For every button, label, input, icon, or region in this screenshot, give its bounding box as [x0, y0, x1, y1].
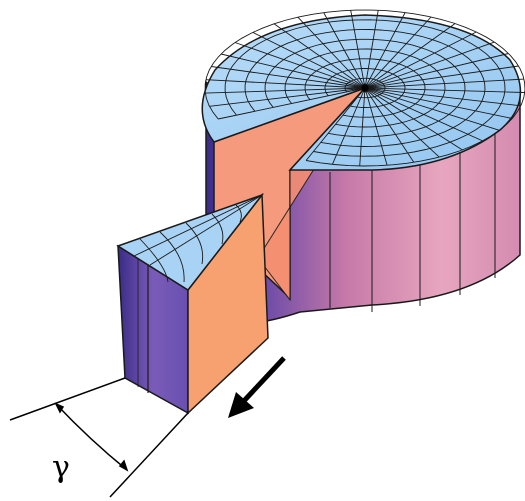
mesh-ring [244, 29, 486, 147]
angle-line-lower [9, 377, 126, 421]
angle-label: γ [52, 450, 70, 485]
mesh-radial-line [305, 87, 366, 161]
mesh-ring [224, 19, 506, 157]
mesh-ring [204, 9, 525, 167]
mesh-ring [324, 68, 406, 108]
mesh-ring [344, 77, 386, 99]
angle-arc [55, 403, 128, 471]
mesh-ring [264, 38, 466, 138]
slice-top-face [116, 193, 265, 291]
motion-arrow [228, 356, 286, 418]
angle-line-upper [109, 412, 189, 498]
cut-slice [116, 192, 269, 415]
mesh-ring [284, 48, 446, 128]
cylinder-top-mesh [204, 9, 525, 167]
slice-top-mesh [133, 194, 263, 283]
mesh-hub [360, 83, 370, 93]
angle-annotation [9, 377, 189, 498]
mesh-ring [304, 58, 426, 118]
